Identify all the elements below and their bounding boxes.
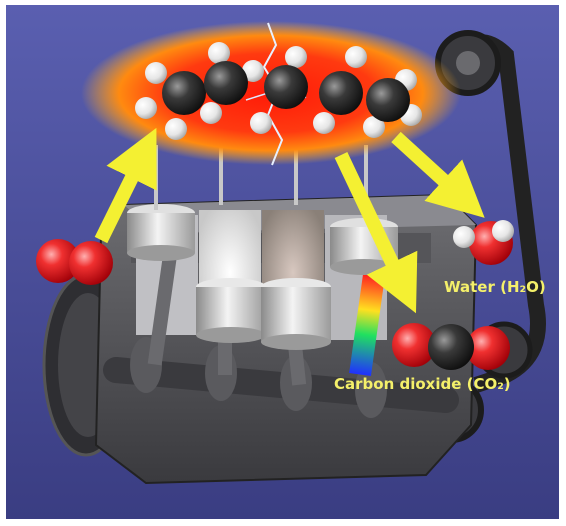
carbon-dioxide-molecule [392,323,510,370]
water-label: Water (H₂O) [444,278,546,296]
piston-1 [127,204,195,261]
water-out-arrow [391,131,485,218]
diagram-frame: Water (H₂O) Carbon dioxide (CO₂) [6,5,559,519]
engine-combustion-diagram: Water (H₂O) Carbon dioxide (CO₂) [6,5,559,519]
water-molecule [453,220,514,265]
carbon-dioxide-label: Carbon dioxide (CO₂) [334,375,511,393]
reaction-arrows [94,127,485,314]
hydrocarbon-molecule [135,42,422,140]
piston-3 [261,278,331,350]
oxygen-in-arrow [94,127,157,244]
crankshaft [103,337,459,418]
oxygen-molecule [36,239,113,285]
piston-2 [196,278,266,343]
co2-out-arrow [334,152,418,314]
